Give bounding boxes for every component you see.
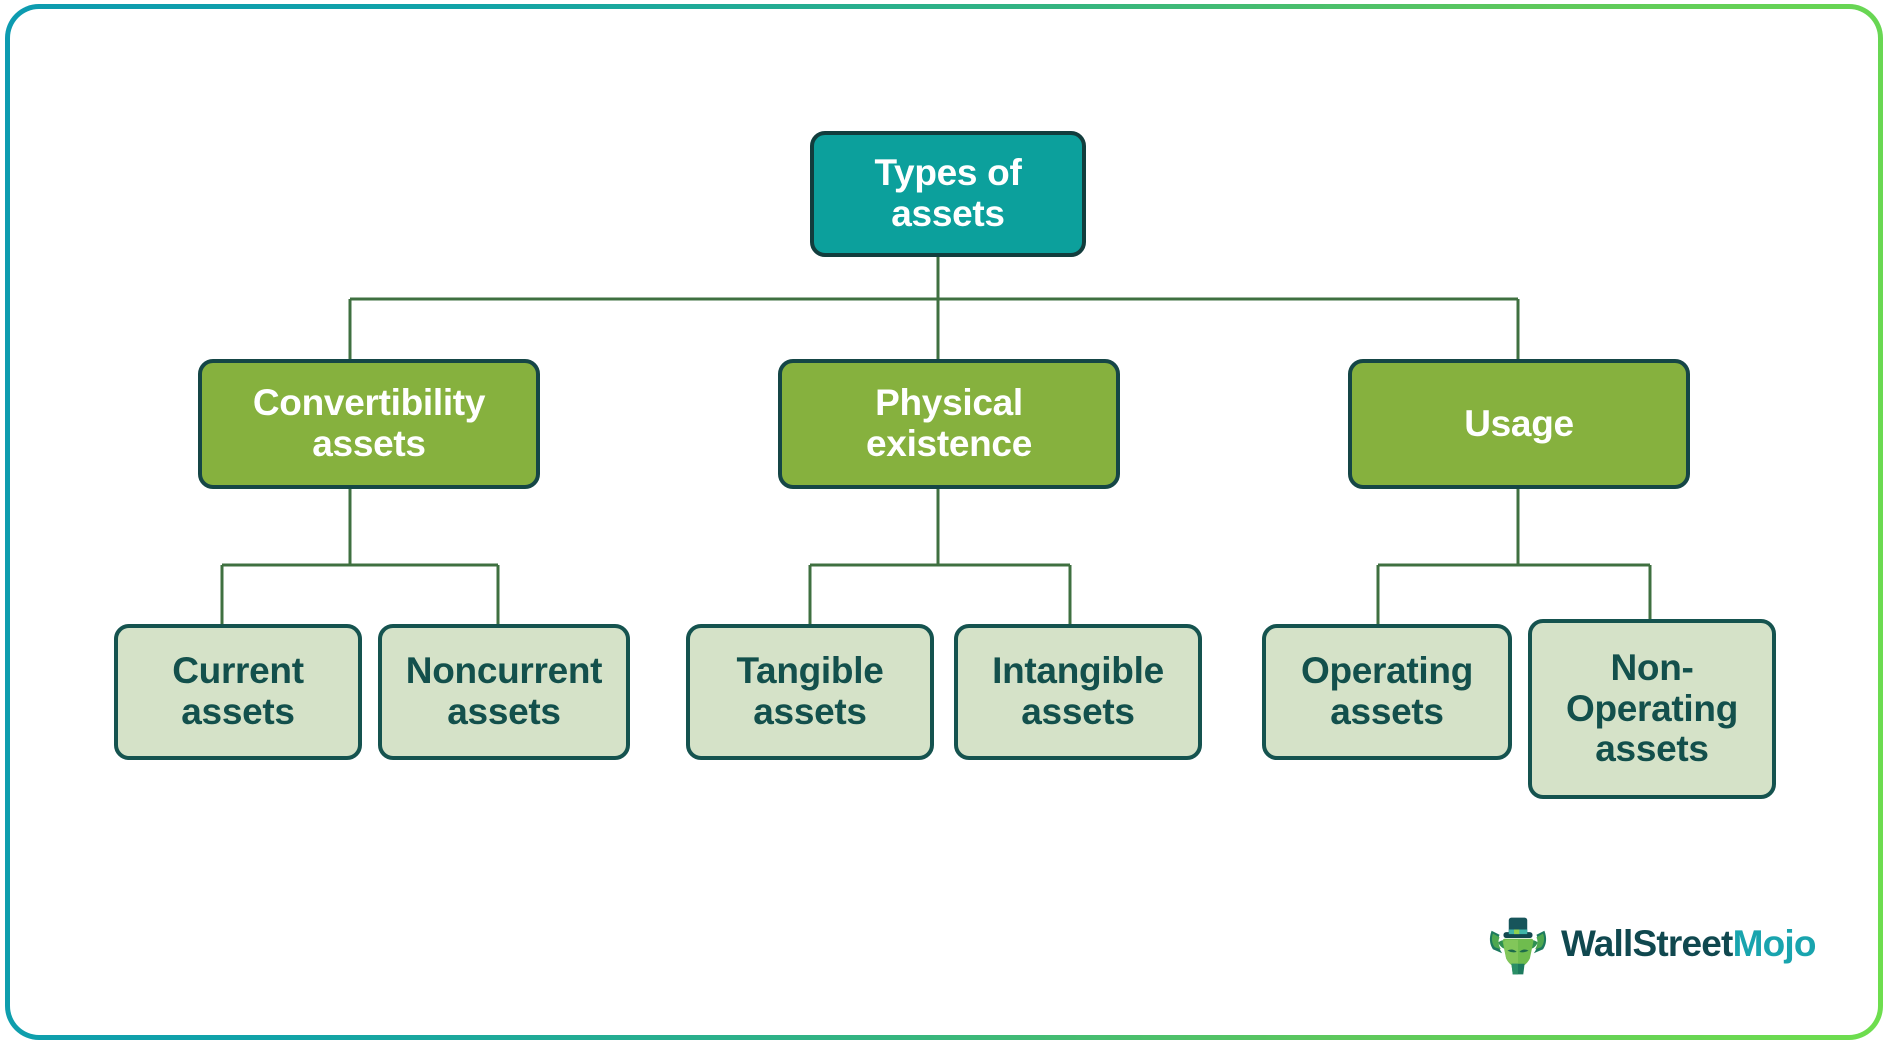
node-tangible-assets[interactable]: Tangible assets xyxy=(686,624,934,760)
node-physical-existence[interactable]: Physical existence xyxy=(778,359,1120,489)
logo-wordmark-part-two: Mojo xyxy=(1732,923,1817,964)
bull-mascot-tophat-icon xyxy=(1489,917,1547,975)
assets-hierarchy-diagram: Types of assets Convertibility assets Ph… xyxy=(10,9,1878,1035)
diagram-card: Types of assets Convertibility assets Ph… xyxy=(10,9,1878,1035)
node-convertibility-assets[interactable]: Convertibility assets xyxy=(198,359,540,489)
diagram-card-frame: Types of assets Convertibility assets Ph… xyxy=(5,4,1883,1040)
logo-wordmark: WallStreetMojo xyxy=(1561,923,1816,965)
node-non-operating-assets[interactable]: Non- Operating assets xyxy=(1528,619,1776,799)
node-current-assets[interactable]: Current assets xyxy=(114,624,362,760)
node-intangible-assets[interactable]: Intangible assets xyxy=(954,624,1202,760)
logo-wordmark-part-one: WallStreet xyxy=(1561,923,1733,964)
wallstreetmojo-logo[interactable]: WallStreetMojo xyxy=(1485,907,1816,981)
node-noncurrent-assets[interactable]: Noncurrent assets xyxy=(378,624,630,760)
node-usage[interactable]: Usage xyxy=(1348,359,1690,489)
node-operating-assets[interactable]: Operating assets xyxy=(1262,624,1512,760)
node-types-of-assets[interactable]: Types of assets xyxy=(810,131,1086,257)
